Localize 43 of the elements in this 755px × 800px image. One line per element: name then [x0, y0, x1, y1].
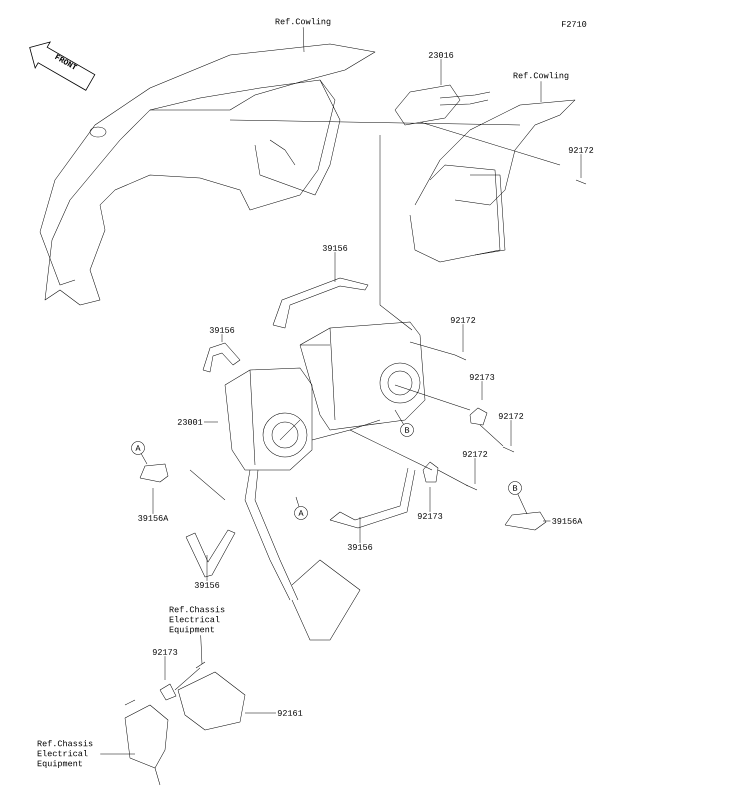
leader-line: [206, 554, 208, 582]
figure-code: F2710: [562, 21, 586, 27]
part-number: 23016: [428, 52, 454, 58]
part-number: 92172: [450, 317, 476, 323]
leader-line: [302, 26, 304, 52]
circled-letter: B: [508, 481, 522, 495]
leader-line: [542, 520, 551, 522]
reference-label: Ref.Chassis Electrical Equipment: [170, 606, 224, 634]
leader-line: [244, 712, 276, 714]
leader-line: [200, 634, 202, 664]
part-number: 39156: [348, 544, 372, 550]
leader-line: [141, 454, 148, 464]
part-number: 92173: [470, 374, 494, 380]
part-number: 92172: [568, 147, 594, 153]
part-number: 92173: [418, 513, 442, 519]
leader-line: [440, 58, 442, 86]
part-number: 39156A: [552, 518, 582, 524]
part-number: Ref.Cowling: [276, 18, 330, 26]
part-number: 39156: [210, 327, 234, 333]
circled-letter: B: [400, 423, 414, 437]
circled-letter: A: [294, 506, 308, 520]
part-number: 39156A: [138, 515, 168, 521]
leader-line: [518, 494, 528, 514]
leader-line: [474, 458, 476, 484]
leader-line: [510, 420, 512, 446]
reference-label: Ref.Chassis Electrical Equipment: [38, 740, 92, 768]
leader-line: [334, 252, 336, 282]
leader-line: [152, 488, 154, 514]
circled-letter: A: [131, 441, 145, 455]
part-number: 92172: [498, 413, 524, 419]
leader-line: [394, 410, 404, 424]
part-number: Ref.Cowling: [514, 72, 568, 80]
leader-line: [540, 80, 542, 102]
part-number: 92173: [152, 649, 178, 655]
part-number: 92161: [278, 710, 302, 716]
part-number: 39156: [322, 245, 348, 251]
leader-line: [462, 324, 464, 352]
leader-line: [580, 154, 582, 178]
part-number: 92172: [462, 451, 488, 457]
leader-line: [296, 496, 300, 507]
leader-line: [164, 656, 166, 680]
part-number: 39156: [194, 582, 220, 588]
part-number: 23001: [178, 419, 202, 425]
